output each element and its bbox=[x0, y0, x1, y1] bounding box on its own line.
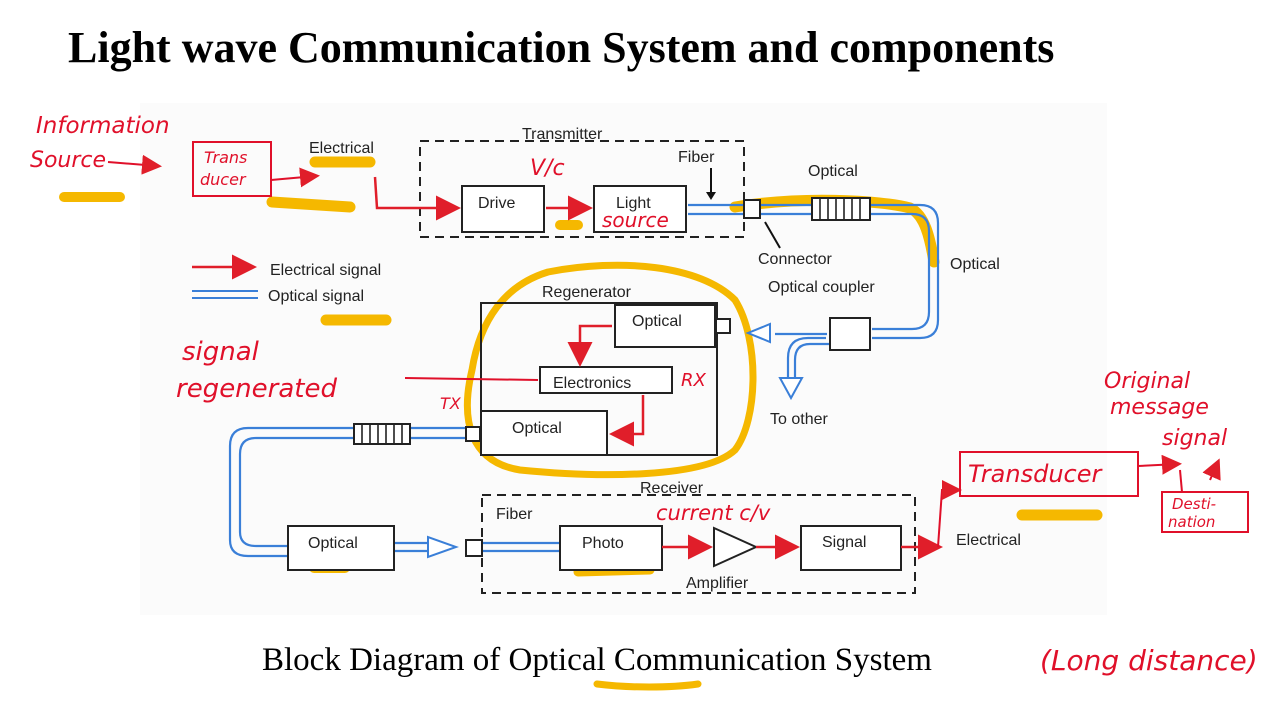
fiber-label-rx: Fiber bbox=[496, 506, 533, 523]
anno-signal-out: signal bbox=[1162, 426, 1227, 451]
optical-transmitter-block bbox=[480, 410, 608, 456]
anno-ducer: ducer bbox=[200, 170, 247, 189]
connector-tx bbox=[743, 199, 761, 219]
optical-coupler-top bbox=[811, 197, 871, 221]
coupler-splitter bbox=[829, 317, 871, 351]
optical-coupler-label: Optical coupler bbox=[768, 279, 875, 296]
slide-title: Light wave Communication System and comp… bbox=[68, 23, 1055, 72]
anno-information: Information bbox=[36, 113, 170, 139]
electronics-block bbox=[539, 366, 673, 394]
coupler-top-stripes bbox=[819, 198, 861, 220]
anno-transducer-box bbox=[192, 141, 272, 197]
regen-electrical-lines bbox=[567, 324, 645, 447]
connector-rx bbox=[465, 539, 483, 557]
anno-transducer-out: Transducer bbox=[968, 460, 1103, 488]
anno-desti: Desti- bbox=[1172, 495, 1216, 513]
optical-amp-block bbox=[287, 525, 395, 571]
anno-original: Original bbox=[1104, 369, 1190, 394]
photo-label: Photo bbox=[582, 535, 624, 552]
optical-arrow-rx bbox=[427, 535, 459, 559]
optical-coupler-bottom bbox=[353, 423, 411, 445]
anno-rx: RX bbox=[681, 370, 707, 391]
legend-electrical: Electrical signal bbox=[270, 262, 381, 279]
optical-arrow-to-other bbox=[778, 377, 804, 401]
electrical-signal-lines bbox=[373, 176, 593, 221]
optical-fiber-path bbox=[228, 203, 940, 558]
electrical-in-label: Electrical bbox=[309, 140, 374, 157]
transmitter-title: Transmitter bbox=[522, 126, 603, 143]
fiber-label-tx: Fiber bbox=[678, 149, 715, 166]
optical-top-label: Optical bbox=[808, 163, 858, 180]
to-other-label: To other bbox=[770, 411, 828, 428]
anno-current-cv: current c/v bbox=[656, 501, 771, 525]
regen-optical-rx-label: Optical bbox=[632, 313, 682, 330]
receiver-title: Receiver bbox=[640, 480, 704, 497]
anno-tx: TX bbox=[440, 394, 462, 413]
regenerator-title: Regenerator bbox=[542, 284, 632, 301]
anno-message: message bbox=[1110, 395, 1209, 420]
optical-amp-label: Optical bbox=[308, 535, 358, 552]
connector-label: Connector bbox=[758, 251, 832, 268]
light-source-label: Light bbox=[616, 195, 651, 212]
anno-transducer-out-box bbox=[959, 451, 1139, 497]
amplifier-triangle bbox=[713, 526, 759, 568]
signal-label: Signal bbox=[822, 534, 866, 551]
amplifier-label: Amplifier bbox=[686, 575, 749, 592]
optical-right-label: Optical bbox=[950, 256, 1000, 273]
anno-source-light: source bbox=[602, 208, 669, 232]
signal-block bbox=[800, 525, 902, 571]
anno-long-distance: (Long distance) bbox=[1040, 644, 1258, 677]
handwritten-annotations: Information Source Trans ducer V/c sourc… bbox=[30, 113, 1258, 677]
drive-block bbox=[461, 185, 545, 233]
anno-vc: V/c bbox=[530, 156, 565, 181]
diagram-caption: Block Diagram of Optical Communication S… bbox=[262, 642, 932, 678]
photo-detector-block bbox=[559, 525, 663, 571]
electrical-out-label: Electrical bbox=[956, 532, 1021, 549]
anno-source: Source bbox=[30, 148, 106, 173]
legend-optical: Optical signal bbox=[268, 288, 364, 305]
electronics-label: Electronics bbox=[553, 375, 631, 392]
anno-trans: Trans bbox=[204, 148, 247, 167]
anno-regenerated: regenerated bbox=[176, 374, 337, 404]
anno-signal: signal bbox=[182, 337, 260, 367]
optical-arrow-into-regen bbox=[745, 322, 771, 344]
connector-pointer bbox=[764, 221, 781, 249]
anno-destination-box bbox=[1161, 491, 1249, 533]
receiver-box bbox=[481, 494, 916, 594]
anno-nation: nation bbox=[1168, 513, 1215, 531]
legend: Electrical signal Optical signal bbox=[192, 254, 381, 305]
drive-label: Drive bbox=[478, 195, 515, 212]
light-source-block bbox=[593, 185, 687, 233]
regen-optical-tx-label: Optical bbox=[512, 420, 562, 437]
